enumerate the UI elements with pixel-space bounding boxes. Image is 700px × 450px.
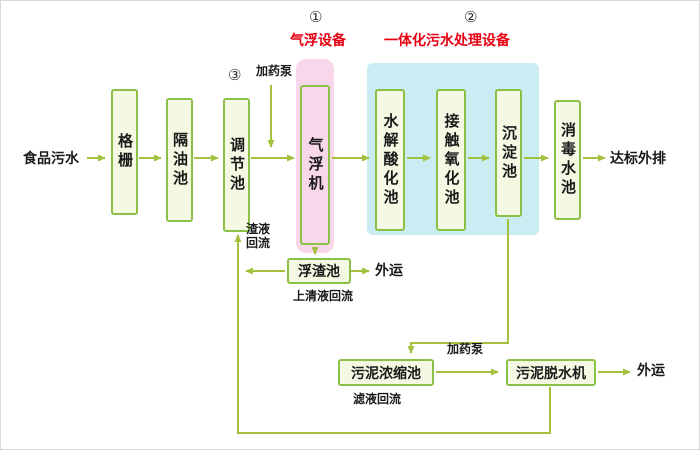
box-regulating-tank: 调节池	[223, 98, 250, 232]
residue-return-label: 渣液回流	[245, 222, 270, 251]
box-oil-separation-tank: 隔油池	[166, 98, 193, 222]
filtrate-return-label: 滤液回流	[353, 392, 402, 406]
dosing-pump-bottom-label: 加药泵	[447, 342, 484, 356]
flotation-equipment-title: 气浮设备	[290, 32, 346, 48]
box-bar-screen: 格栅	[111, 89, 138, 215]
circled-number-2: ②	[464, 9, 478, 26]
box-hydrolysis-acidification-tank: 水解酸化池	[375, 89, 405, 231]
arrow-sedimentation-to-thickening	[407, 219, 509, 354]
box-sludge-dewatering-machine: 污泥脱水机	[506, 359, 596, 386]
dosing-pump-top-label: 加药泵	[256, 64, 293, 78]
circled-number-3: ③	[228, 67, 242, 84]
arrow-filtrate-return-loop	[234, 234, 551, 434]
outbound-sludge-label: 外运	[637, 362, 665, 378]
box-air-flotation-machine: 气浮机	[300, 85, 330, 245]
circled-number-1: ①	[309, 9, 323, 26]
box-contact-oxidation-tank: 接触氧化池	[436, 89, 466, 231]
box-scum-tank: 浮渣池	[287, 258, 351, 284]
outbound-scum-label: 外运	[375, 262, 403, 278]
box-sludge-thickening-tank: 污泥浓缩池	[338, 359, 434, 386]
influent-label: 食品污水	[23, 150, 79, 166]
box-sedimentation-tank: 沉淀池	[495, 89, 522, 217]
integrated-equipment-title: 一体化污水处理设备	[384, 32, 510, 48]
box-disinfection-tank: 消毒水池	[554, 100, 581, 220]
discharge-label: 达标外排	[610, 150, 666, 166]
supernatant-return-label: 上清液回流	[293, 289, 354, 303]
